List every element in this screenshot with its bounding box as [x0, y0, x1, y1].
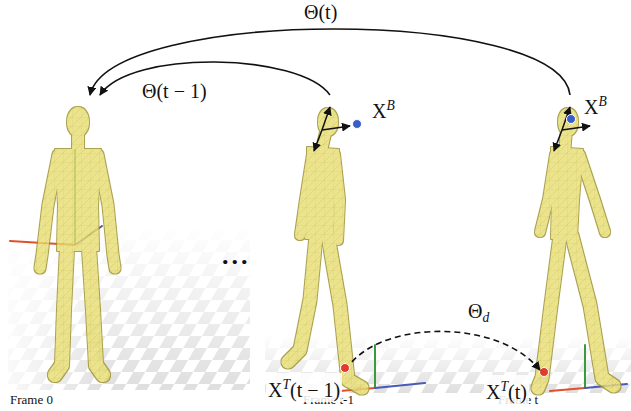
point-label: XB	[370, 94, 397, 123]
superscript: T	[500, 379, 508, 394]
human-mesh	[540, 155, 555, 232]
body-axes	[314, 107, 590, 151]
world-axes	[550, 388, 585, 391]
human-mesh	[572, 236, 614, 386]
marker-points	[353, 120, 362, 129]
human-mesh	[538, 236, 560, 388]
human-mesh	[335, 155, 340, 240]
body-axes	[562, 126, 590, 130]
superscript: B	[598, 94, 606, 109]
body-axes	[322, 107, 330, 130]
edge-label: Θ(t − 1)	[140, 80, 209, 103]
human-mesh	[538, 108, 614, 388]
human-mesh	[580, 155, 605, 232]
superscript: B	[386, 98, 394, 113]
superscript: T	[282, 377, 290, 392]
transform-arrow	[352, 331, 540, 370]
point-label: XT(t − 1)	[266, 373, 342, 402]
world-axes	[584, 345, 586, 388]
marker-points	[341, 364, 350, 373]
human-mesh	[98, 155, 115, 268]
marker-points	[341, 115, 576, 377]
marker-points	[567, 115, 576, 124]
human-mesh	[288, 236, 316, 362]
human-mesh	[89, 248, 103, 375]
transform-arrow	[100, 62, 330, 95]
frame-panel: Frame 0	[5, 95, 255, 409]
floor-grid	[8, 225, 631, 393]
ellipsis: ...	[220, 244, 253, 267]
human-mesh	[72, 135, 84, 150]
subscript: d	[482, 310, 489, 325]
frame-panel: Frame t	[458, 95, 628, 409]
world-axes	[374, 345, 376, 388]
human-mesh	[565, 135, 566, 148]
world-axes	[375, 383, 425, 388]
body-axes	[314, 130, 322, 151]
human-mesh	[56, 150, 100, 250]
marker-points	[540, 368, 549, 377]
body-axes	[554, 130, 562, 151]
human-mesh	[55, 248, 67, 375]
frame-caption: Frame 0	[10, 392, 53, 409]
edge-label: Θ(t)	[302, 1, 339, 24]
point-label: XB	[582, 90, 609, 119]
human-mesh	[40, 107, 115, 375]
human-mesh	[322, 135, 325, 148]
human-mesh	[288, 108, 362, 388]
human-mesh	[40, 155, 58, 268]
human-mesh	[328, 236, 362, 388]
point-label: XT(t)	[484, 375, 529, 404]
edge-label: Θd	[466, 300, 491, 329]
frame-panel: Frame t-1	[262, 95, 455, 409]
body-axes	[322, 126, 350, 130]
human-mesh	[300, 155, 312, 235]
